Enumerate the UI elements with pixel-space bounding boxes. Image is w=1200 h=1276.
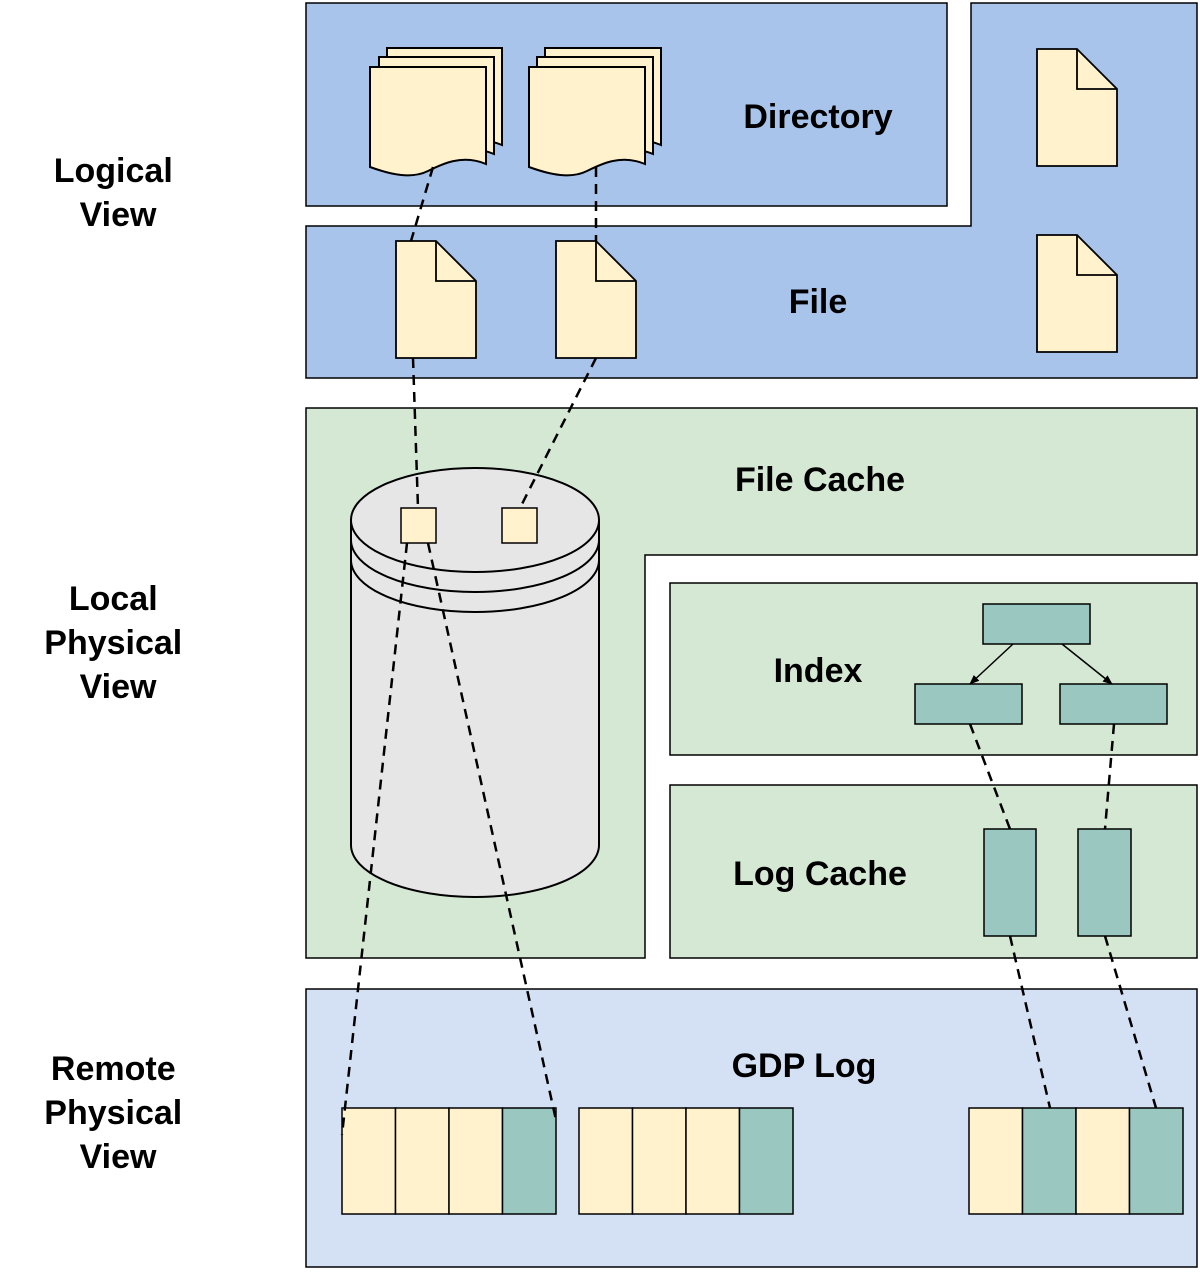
log-cache-entry xyxy=(1077,828,1132,937)
mapping-line xyxy=(411,357,420,509)
log-segment-group xyxy=(968,1107,1184,1215)
index-label: Index xyxy=(774,652,863,690)
disk-cylinder-icon xyxy=(350,467,600,898)
file-layer xyxy=(305,2,1198,379)
mapping-line xyxy=(518,357,598,509)
directory-icon xyxy=(528,47,662,177)
file-icon xyxy=(555,240,637,359)
log-record xyxy=(738,1107,794,1215)
mapping-line xyxy=(1103,935,1158,1109)
mapping-line xyxy=(1008,935,1052,1109)
log-record xyxy=(578,1107,634,1215)
file-icon xyxy=(395,240,477,359)
log-record xyxy=(1128,1107,1184,1215)
cache-block xyxy=(501,507,538,544)
log-record xyxy=(501,1107,557,1215)
cache-block xyxy=(400,507,437,544)
log-segment-group xyxy=(341,1107,557,1215)
remote-physical-view-label: Remote Physical View xyxy=(44,1050,191,1176)
log-cache-label: Log Cache xyxy=(733,855,907,893)
index-leaf-node xyxy=(914,683,1023,725)
file-label: File xyxy=(789,283,848,321)
directory-label: Directory xyxy=(743,98,892,136)
mapping-line xyxy=(968,723,1012,830)
index-leaf-node xyxy=(1059,683,1168,725)
directory-icon xyxy=(369,47,503,177)
file-icon xyxy=(1036,234,1118,353)
log-record xyxy=(1075,1107,1131,1215)
index-edge-arrow xyxy=(1061,643,1113,685)
mapping-lines xyxy=(340,166,1158,1136)
log-record xyxy=(968,1107,1024,1215)
mapping-line xyxy=(1103,723,1116,830)
log-cache-entry xyxy=(983,828,1037,937)
mapping-line xyxy=(340,542,409,1136)
index-edge-arrow xyxy=(969,643,1014,685)
log-record xyxy=(448,1107,504,1215)
file-cache-label: File Cache xyxy=(735,461,905,499)
log-record xyxy=(341,1107,397,1215)
log-record xyxy=(685,1107,741,1215)
index-root-node xyxy=(982,603,1091,645)
file-icon xyxy=(1036,48,1118,167)
index-layer xyxy=(669,582,1198,756)
log-record xyxy=(1021,1107,1077,1215)
mapping-line xyxy=(426,542,558,1121)
local-physical-view-label: Local Physical View xyxy=(44,580,191,706)
log-record xyxy=(631,1107,687,1215)
gdp-log-label: GDP Log xyxy=(732,1047,877,1085)
log-record xyxy=(394,1107,450,1215)
log-segment-group xyxy=(578,1107,794,1215)
logical-view-label: Logical View xyxy=(54,152,182,234)
mapping-line xyxy=(409,166,435,242)
